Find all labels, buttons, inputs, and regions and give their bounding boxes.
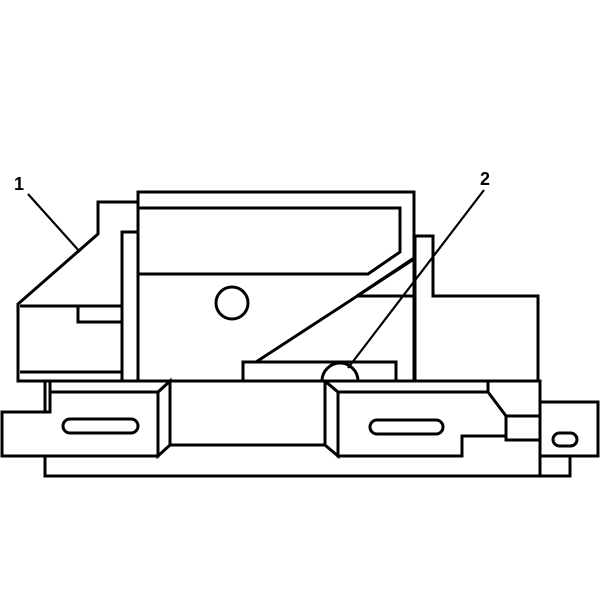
left-bracket	[16, 200, 140, 383]
left-bracket-notch	[76, 306, 122, 324]
left-foot-top	[48, 379, 174, 394]
callout-2-leader	[347, 189, 485, 369]
right-foot-top	[320, 379, 490, 394]
right-end-tab-slot	[551, 431, 579, 448]
callout-1-leader	[27, 193, 81, 253]
ramp-lower-edge	[255, 257, 415, 364]
left-foot-slot	[61, 417, 140, 435]
center-rail-section	[168, 379, 327, 447]
callout-1-label: 1	[14, 174, 24, 194]
housing-inner-face	[139, 206, 402, 276]
right-foot-slot	[368, 418, 445, 436]
plunger-plate	[241, 360, 398, 383]
left-bracket-inner-panel	[120, 230, 140, 383]
housing-mounting-hole	[214, 285, 250, 321]
callout-2-label: 2	[480, 169, 490, 189]
